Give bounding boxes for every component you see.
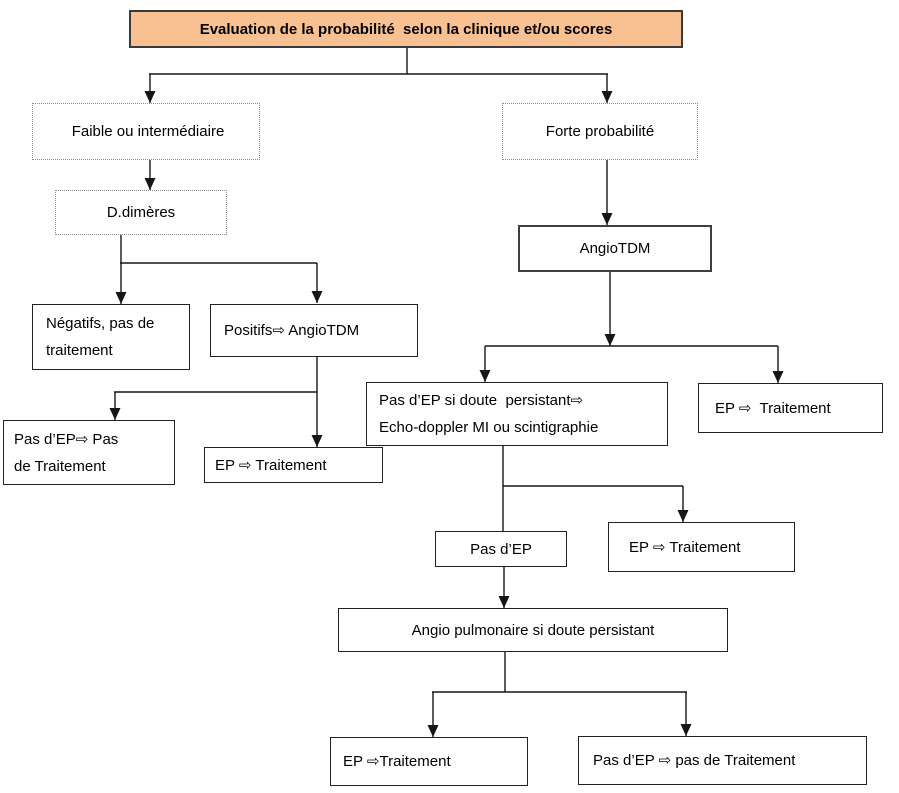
node-pe-treatment-bottom: EP ⇨Traitement: [330, 737, 528, 786]
node-pulmonary-angiography: Angio pulmonaire si doute persistant: [338, 608, 728, 652]
connector-lines: [109, 48, 784, 737]
node-no-pe-persistent-doubt: Pas d’EP si doute persistant⇨ Echo-doppl…: [366, 382, 668, 446]
node-no-pe-no-treatment-bottom: Pas d’EP ⇨ pas de Traitement: [578, 736, 867, 785]
node-title: Evaluation de la probabilité selon la cl…: [129, 10, 683, 48]
node-positive-angio-ct: Positifs⇨ AngioTDM: [210, 304, 418, 357]
node-pe-treatment-left: EP ⇨ Traitement: [204, 447, 383, 483]
node-low-intermediate-probability: Faible ou intermédiaire: [32, 103, 260, 160]
node-no-pe-no-treatment: Pas d’EP⇨ Pas de Traitement: [3, 420, 175, 485]
node-pe-treatment-middle: EP ⇨ Traitement: [608, 522, 795, 572]
node-high-probability: Forte probabilité: [502, 103, 698, 160]
node-no-pe: Pas d’EP: [435, 531, 567, 567]
node-angio-ct: AngioTDM: [518, 225, 712, 272]
node-negative-no-treatment: Négatifs, pas de traitement: [32, 304, 190, 370]
node-pe-treatment-right: EP ⇨ Traitement: [698, 383, 883, 433]
node-d-dimers: D.dimères: [55, 190, 227, 235]
node-title-label: Evaluation de la probabilité selon la cl…: [199, 20, 613, 38]
